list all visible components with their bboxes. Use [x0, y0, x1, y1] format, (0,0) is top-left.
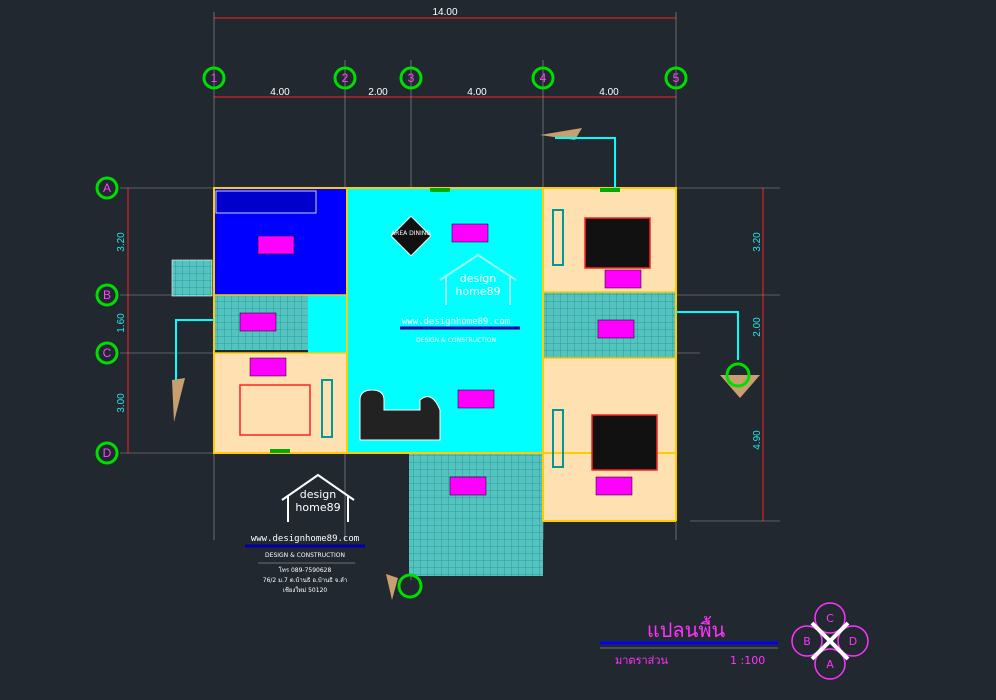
- title-block: แปลนพื้น มาตราส่วน 1 :100: [600, 616, 778, 667]
- wardrobe-top-right: [552, 209, 564, 266]
- dining-table: AREA DINING: [390, 215, 432, 257]
- compass-icon: C B D A: [791, 602, 869, 680]
- svg-text:www.designhome89.com: www.designhome89.com: [402, 317, 510, 327]
- svg-text:www.designhome89.com: www.designhome89.com: [251, 534, 359, 544]
- svg-text:A: A: [826, 658, 834, 671]
- room-tag-bedroom-left: [249, 357, 287, 377]
- svg-text:A: A: [103, 181, 111, 195]
- bed-left: [239, 384, 311, 436]
- room-tag-bath-right: [597, 319, 635, 339]
- top-dim-1: 4.00: [270, 87, 290, 98]
- entry-steps: [409, 521, 543, 576]
- svg-text:DESIGN & CONSTRUCTION: DESIGN & CONSTRUCTION: [416, 337, 496, 344]
- room-tag-bedroom-top-right: [604, 269, 642, 289]
- sofa-set: [359, 389, 441, 441]
- grid-marker-col-4: 4: [531, 66, 555, 90]
- wardrobe-left: [321, 379, 333, 438]
- room-tag-bedroom-bottom-right: [595, 476, 633, 496]
- svg-text:เชียงใหม่ 50120: เชียงใหม่ 50120: [283, 586, 328, 594]
- grid-marker-col-2: 2: [333, 66, 357, 90]
- svg-text:76/2 ม.7 ต.บ้านธิ อ.บ้านธิ จ.ล: 76/2 ม.7 ต.บ้านธิ อ.บ้านธิ จ.ลำ: [263, 577, 347, 584]
- bottom-branding: design home89 www.designhome89.com DESIG…: [245, 473, 365, 594]
- svg-text:AREA DINING: AREA DINING: [391, 230, 431, 237]
- svg-text:โทร 089-7590628: โทร 089-7590628: [279, 566, 332, 574]
- grid-marker-row-D: D: [95, 441, 119, 465]
- svg-text:B: B: [103, 288, 111, 302]
- room-tag-terrace: [449, 476, 487, 496]
- svg-text:2: 2: [342, 71, 349, 85]
- section-arrow-left: [172, 378, 185, 422]
- top-dim-3: 4.00: [467, 87, 487, 98]
- left-dim-1: 3.20: [116, 232, 127, 252]
- right-dim-1: 3.20: [752, 232, 763, 252]
- svg-text:D: D: [103, 446, 112, 460]
- left-dim-3: 3.00: [116, 393, 127, 413]
- svg-text:home89: home89: [455, 285, 500, 298]
- scale-label: มาตราส่วน: [615, 654, 669, 667]
- grid-marker-row-C: C: [95, 341, 119, 365]
- scale-value: 1 :100: [730, 654, 765, 667]
- grid-marker-row-A: A: [95, 176, 119, 200]
- bed-top-right: [584, 217, 651, 269]
- logo-house-icon-bottom: [281, 473, 355, 522]
- room-tag-dining: [451, 223, 489, 243]
- section-arrow-bottom: [386, 574, 398, 600]
- right-dim-2: 2.00: [752, 317, 763, 337]
- rooms: AREA DINING: [171, 187, 677, 576]
- corridor-left: [308, 295, 347, 353]
- grid-marker-col-5: 5: [664, 66, 688, 90]
- plan-title: แปลนพื้น: [647, 616, 726, 642]
- grid-marker-row-B: B: [95, 283, 119, 307]
- svg-text:DESIGN & CONSTRUCTION: DESIGN & CONSTRUCTION: [265, 552, 345, 559]
- svg-text:5: 5: [673, 71, 680, 85]
- left-dim-2: 1.60: [116, 313, 127, 333]
- logo-house-icon-center: [439, 253, 517, 305]
- grid-marker-col-1: 1: [202, 66, 226, 90]
- svg-text:design: design: [300, 488, 337, 501]
- svg-text:3: 3: [408, 71, 415, 85]
- room-tag-kitchen: [257, 235, 295, 255]
- row-grid-markers: A B C D: [95, 176, 119, 465]
- kitchen-counter: [215, 190, 317, 214]
- svg-text:C: C: [826, 612, 834, 625]
- right-dim-3: 4.90: [752, 430, 763, 450]
- svg-text:C: C: [103, 346, 112, 360]
- center-branding: design home89 www.designhome89.com DESIG…: [400, 253, 520, 344]
- overall-dimension: 14.00: [432, 7, 457, 18]
- column-grid-markers: 1 2 3 4 5: [202, 66, 688, 90]
- top-dim-2: 2.00: [368, 87, 388, 98]
- room-tag-bath-left: [239, 312, 277, 332]
- section-markers: [172, 128, 760, 600]
- wardrobe-bottom-right: [552, 409, 564, 468]
- bed-bottom-right: [591, 414, 658, 471]
- svg-text:B: B: [803, 635, 811, 648]
- svg-text:home89: home89: [295, 501, 340, 514]
- top-dim-4: 4.00: [599, 87, 619, 98]
- svg-text:design: design: [460, 272, 497, 285]
- grid-marker-col-3: 3: [399, 66, 423, 90]
- room-tag-living: [457, 389, 495, 409]
- svg-text:4: 4: [540, 71, 547, 85]
- svg-text:D: D: [849, 635, 857, 648]
- svg-text:1: 1: [211, 71, 218, 85]
- side-porch: [171, 259, 213, 297]
